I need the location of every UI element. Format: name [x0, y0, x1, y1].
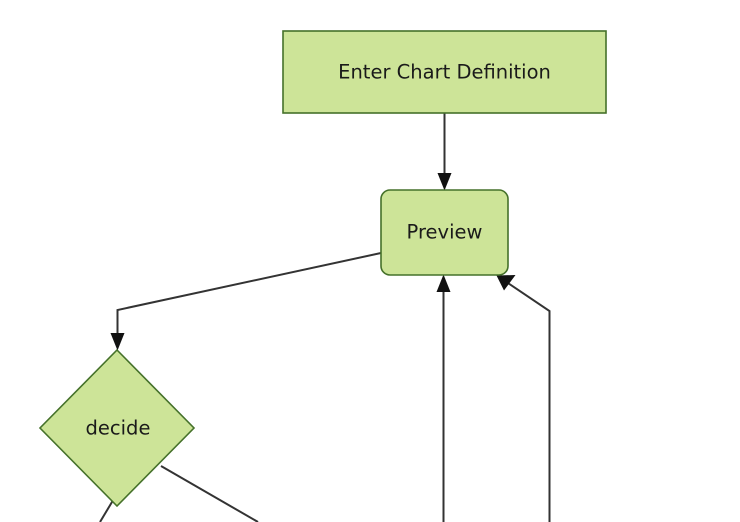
node-enter-chart-definition[interactable]: Enter Chart Definition — [282, 30, 607, 114]
arrowhead-up-icon — [436, 274, 451, 292]
arrowhead-up-left-icon — [496, 275, 516, 291]
edge-bottom-center-to-preview — [436, 274, 451, 522]
edge-decide-bottom-right — [160, 465, 259, 522]
node-label-decide: decide — [86, 417, 151, 440]
node-decide[interactable]: decide — [38, 348, 196, 508]
node-shape-diamond[interactable] — [38, 348, 196, 508]
node-shape-rectangle[interactable] — [282, 30, 607, 114]
arrowhead-down-icon — [110, 333, 125, 351]
edge-line — [160, 465, 259, 522]
node-label-preview: Preview — [407, 221, 483, 244]
edge-preview-to-decide — [110, 252, 382, 351]
edge-line — [504, 280, 551, 522]
edge-bottom-right-to-preview — [496, 275, 551, 522]
node-shape-rounded-rectangle[interactable] — [380, 189, 509, 276]
node-preview[interactable]: Preview — [380, 189, 509, 276]
node-label-enter-chart-definition: Enter Chart Definition — [338, 61, 551, 84]
arrowhead-down-icon — [437, 173, 452, 191]
edge-enter-to-preview — [437, 113, 452, 191]
edge-line — [116, 252, 382, 341]
